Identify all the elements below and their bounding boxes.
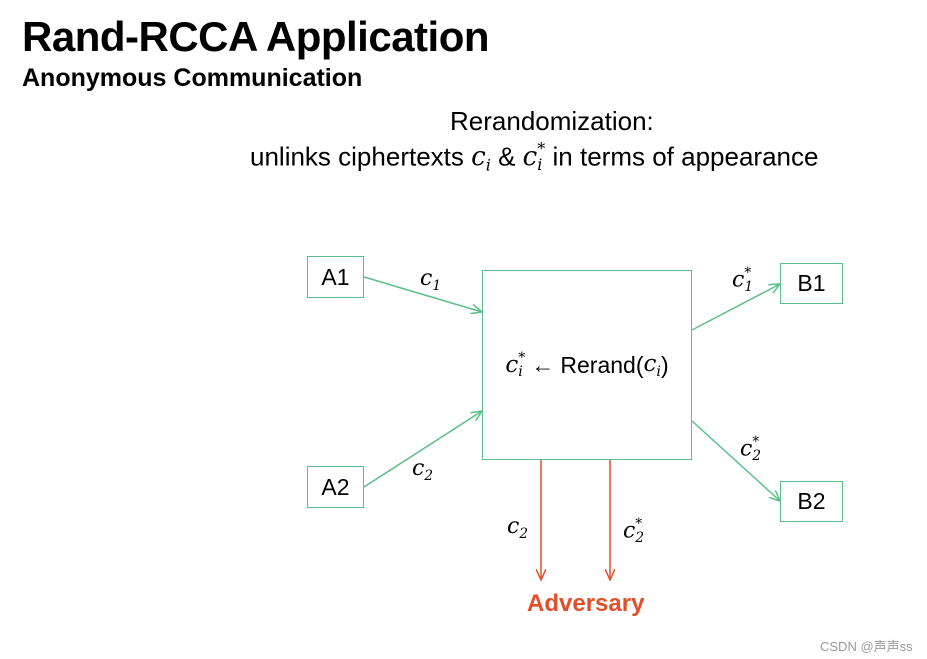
math-ci: ci [471,142,491,175]
math-ci-star: c*i [522,139,546,175]
label-c1: c1 [420,266,441,294]
heading-line-2: unlinks ciphertexts ci & c*i in terms of… [250,139,819,175]
edge-box-to-b1 [691,284,780,331]
label-c2-star-b2: c*2 [740,434,761,464]
edge-a2-to-box [363,411,482,488]
label-c2-a2: c2 [412,456,433,484]
page-title: Rand-RCCA Application [22,13,490,60]
heading-line-2-prefix: unlinks ciphertexts [250,141,464,172]
math-ci-star-output: c*i [505,349,526,380]
node-b1: B1 [780,263,843,304]
page-subtitle: Anonymous Communication [22,64,363,92]
edge-box-to-b2 [691,420,780,501]
rerand-label: Rerand( [560,351,644,378]
heading-line-2-suffix: in terms of appearance [552,141,819,172]
heading-line-2-mid: & [498,141,516,172]
node-b2: B2 [780,481,843,522]
rerand-close: ) [660,351,669,378]
rerand-box: c*i ← Rerand(ci) [482,270,692,460]
edge-a1-to-box [363,276,482,312]
node-a2: A2 [307,466,364,508]
label-c2-adversary: c2 [507,514,528,542]
adversary-label: Adversary [527,590,645,617]
label-c1-star: c*1 [732,265,753,295]
math-ci-input: ci [643,350,661,380]
heading-line-1: Rerandomization: [450,106,654,136]
node-a1: A1 [307,256,364,298]
label-c2-star-adversary: c*2 [623,516,644,546]
assign-arrow: ← [531,351,555,378]
watermark: CSDN @声声ss [820,639,913,654]
